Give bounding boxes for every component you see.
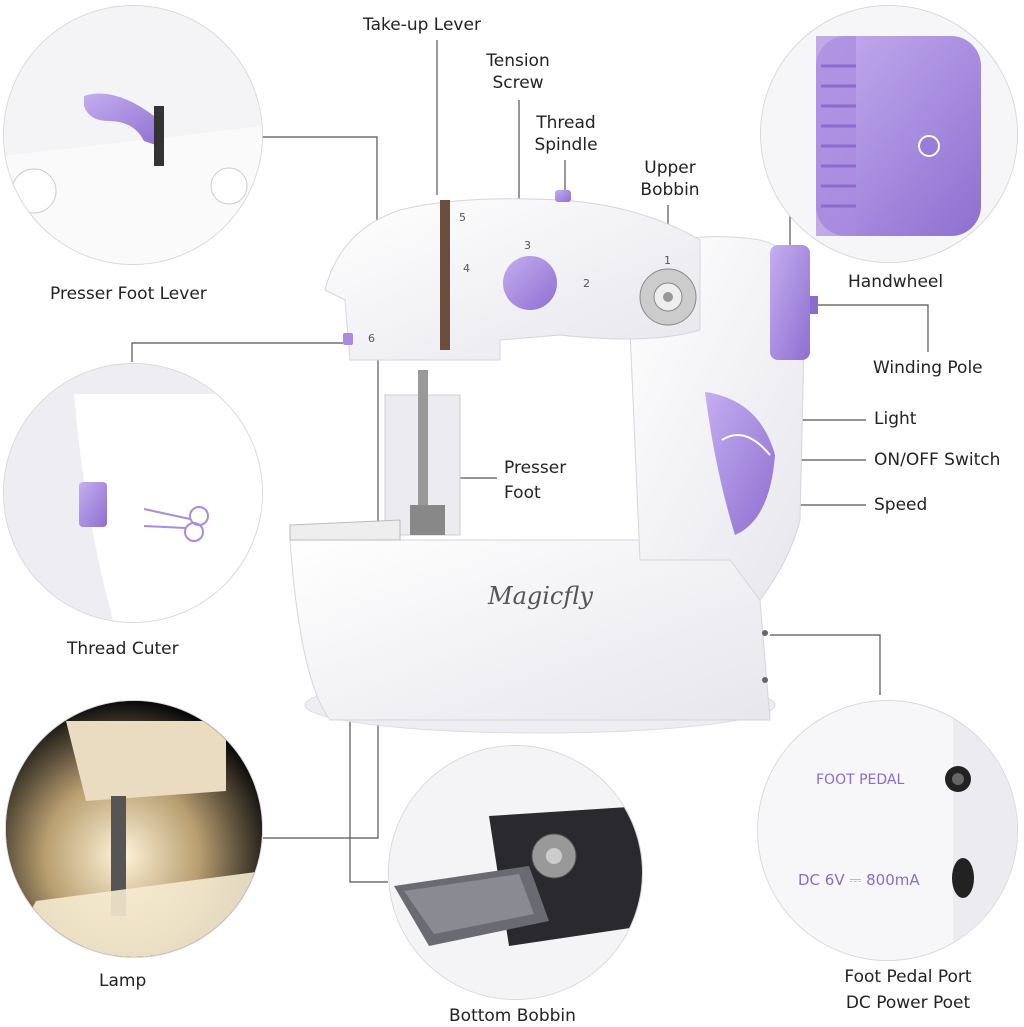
thread-cuter-graphic xyxy=(4,364,262,622)
label-upper-bobbin-line1: Upper xyxy=(644,158,696,178)
dc-rating-text: DC 6V ⎓ 800mA xyxy=(798,871,920,889)
line-lamp xyxy=(263,360,379,839)
dial-number-4: 4 xyxy=(463,262,470,275)
line-foot-pedal xyxy=(770,634,881,695)
foot-pedal-port-graphic xyxy=(758,701,1017,960)
label-presser-foot-line1: Presser xyxy=(504,458,567,478)
inset-presser-foot-lever xyxy=(3,5,263,265)
line-thread-cuter xyxy=(131,342,348,362)
label-thread-cuter: Thread Cuter xyxy=(67,639,179,659)
label-bottom-bobbin: Bottom Bobbin xyxy=(449,1006,576,1026)
label-on-off-switch: ON/OFF Switch xyxy=(874,450,1001,470)
label-foot-pedal-port: Foot Pedal Port xyxy=(844,967,972,987)
label-winding-pole: Winding Pole xyxy=(873,358,983,378)
label-speed: Speed xyxy=(874,495,928,515)
dial-number-1: 1 xyxy=(664,254,671,267)
bottom-bobbin-graphic xyxy=(389,746,642,999)
lamp-graphic xyxy=(6,701,262,957)
foot-pedal-text: FOOT PEDAL xyxy=(816,772,905,788)
handwheel-graphic xyxy=(761,6,1017,262)
inset-handwheel xyxy=(760,5,1018,263)
dial-number-5: 5 xyxy=(459,211,466,224)
label-tension-screw-line2: Screw xyxy=(492,73,544,93)
inset-thread-cuter xyxy=(3,363,263,623)
inset-lamp xyxy=(5,700,263,958)
label-take-up-lever: Take-up Lever xyxy=(363,15,481,35)
label-light: Light xyxy=(874,409,917,429)
label-thread-spindle-line1: Thread xyxy=(536,113,596,133)
label-presser-foot-lever: Presser Foot Lever xyxy=(50,284,207,304)
label-handwheel: Handwheel xyxy=(848,272,944,292)
inset-bottom-bobbin xyxy=(388,745,643,1000)
label-upper-bobbin-line2: Bobbin xyxy=(640,180,700,200)
brand-logo: Magicfly xyxy=(488,582,593,610)
dial-number-3: 3 xyxy=(524,239,531,252)
label-dc-power-port: DC Power Poet xyxy=(845,993,971,1013)
dial-number-2: 2 xyxy=(583,277,590,290)
line-winding-pole xyxy=(815,304,929,352)
label-tension-screw-line1: Tension xyxy=(486,51,550,71)
line-presser-foot-lever xyxy=(262,136,378,242)
presser-foot-lever-graphic xyxy=(4,6,262,264)
dial-number-6: 6 xyxy=(368,332,375,345)
label-presser-foot-line2: Foot xyxy=(504,483,541,503)
label-lamp: Lamp xyxy=(99,971,147,991)
label-thread-spindle-line2: Spindle xyxy=(534,135,598,155)
inset-foot-pedal-port: FOOT PEDAL DC 6V ⎓ 800mA xyxy=(757,700,1018,961)
